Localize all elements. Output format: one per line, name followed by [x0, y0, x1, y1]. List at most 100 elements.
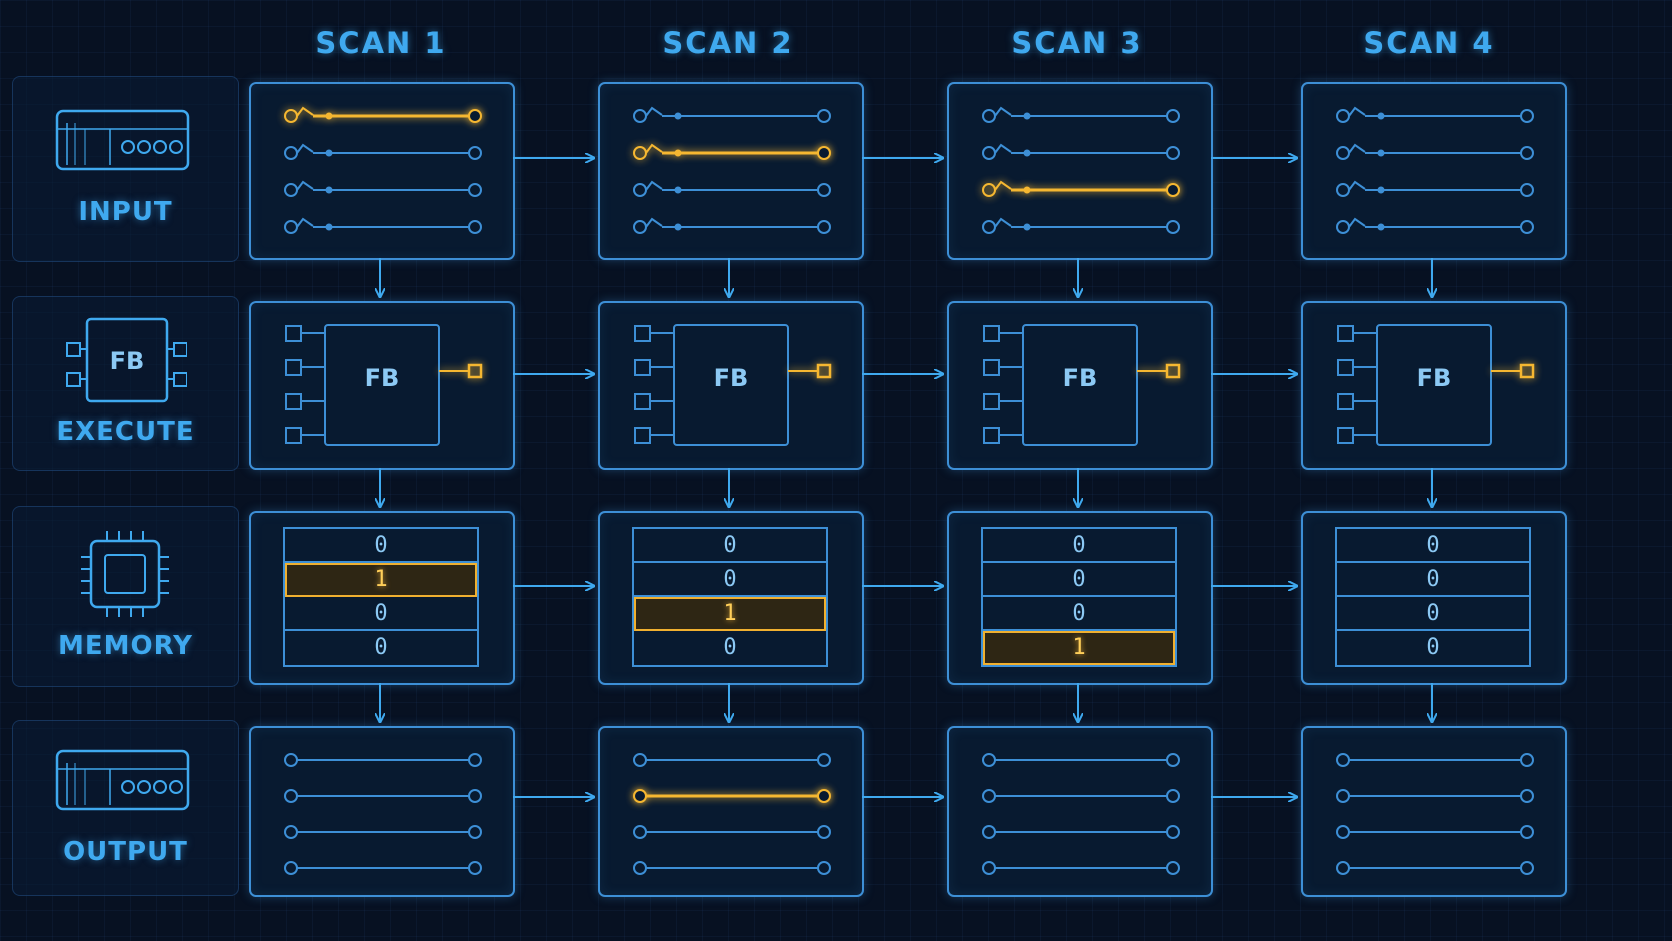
- fb-input-pin: [1337, 427, 1377, 444]
- output-line: [633, 861, 831, 875]
- execute-panel-scan-1: FB: [249, 301, 515, 470]
- function-block: FB: [1337, 324, 1535, 446]
- output-line: [982, 861, 1180, 875]
- output-line: [284, 825, 482, 839]
- output-line: [982, 789, 1180, 803]
- fb-label: FB: [714, 364, 749, 392]
- fb-output-pin: [439, 363, 483, 379]
- fb-input-pin: [1337, 359, 1377, 376]
- fb-label: FB: [1417, 364, 1452, 392]
- fb-input-pin: [285, 325, 325, 342]
- column-title-scan-3: SCAN 3: [1011, 26, 1143, 60]
- output-panel-scan-2: [598, 726, 864, 897]
- input-switch-open: [1336, 106, 1534, 123]
- memory-bit: 0: [374, 635, 388, 660]
- panel-graphic: [1336, 106, 1534, 234]
- input-switch-open: [284, 217, 482, 234]
- fb-input-pin: [285, 393, 325, 410]
- input-switch-open: [633, 217, 831, 234]
- function-block: FB: [285, 324, 483, 446]
- input-switch-open: [1336, 217, 1534, 234]
- fb-input-pin: [285, 359, 325, 376]
- memory-bit: 0: [634, 563, 826, 597]
- input-switch-open: [1336, 143, 1534, 160]
- memory-bit: 0: [983, 563, 1175, 597]
- function-block: FB: [983, 324, 1181, 446]
- column-title-scan-2: SCAN 2: [662, 26, 794, 60]
- fb-input-pin: [983, 393, 1023, 410]
- input-switch-open: [633, 106, 831, 123]
- input-panel-scan-2: [598, 82, 864, 260]
- output-panel-scan-3: [947, 726, 1213, 897]
- input-panel-scan-4: [1301, 82, 1567, 260]
- memory-bit: 0: [723, 635, 737, 660]
- fb-input-pin: [983, 325, 1023, 342]
- row-label-input: INPUT: [78, 197, 173, 227]
- function-block: FB: [634, 324, 832, 446]
- panel-graphic: [1336, 753, 1534, 875]
- function-block-icon: FB: [66, 317, 187, 403]
- panel-graphic: [633, 106, 831, 234]
- row-header-input: INPUT: [12, 76, 239, 262]
- column-title-scan-1: SCAN 1: [315, 26, 447, 60]
- output-line-energized: [633, 789, 831, 803]
- column-title-scan-4: SCAN 4: [1363, 26, 1495, 60]
- output-line: [982, 753, 1180, 767]
- execute-panel-scan-2: FB: [598, 301, 864, 470]
- memory-bit-active: 1: [983, 631, 1175, 665]
- row-label-output: OUTPUT: [63, 837, 188, 867]
- fb-input-pin: [1337, 393, 1377, 410]
- panel-graphic: [633, 753, 831, 875]
- memory-bit: 0: [285, 597, 477, 631]
- input-panel-scan-1: [249, 82, 515, 260]
- memory-bit: 0: [983, 529, 1175, 563]
- output-line: [1336, 789, 1534, 803]
- chip-icon: [81, 531, 169, 617]
- input-switch-closed: [982, 180, 1180, 197]
- input-switch-closed: [284, 106, 482, 123]
- fb-output-pin: [788, 363, 832, 379]
- fb-label: FB: [1063, 364, 1098, 392]
- fb-input-pin: [285, 427, 325, 444]
- memory-bit: 0: [1337, 563, 1529, 597]
- panel-graphic: FB: [285, 324, 483, 446]
- fb-input-pin: [634, 359, 674, 376]
- fb-output-pin: [1491, 363, 1535, 379]
- memory-bit-active: 1: [634, 597, 826, 631]
- input-switch-open: [284, 180, 482, 197]
- panel-graphic: [284, 106, 482, 234]
- output-line: [633, 825, 831, 839]
- input-switch-open: [982, 106, 1180, 123]
- input-switch-open: [982, 143, 1180, 160]
- plc-module-icon: [55, 109, 190, 171]
- output-line: [284, 789, 482, 803]
- memory-bit: 0: [1337, 529, 1529, 563]
- fb-input-pin: [983, 427, 1023, 444]
- output-line: [1336, 825, 1534, 839]
- output-line: [284, 861, 482, 875]
- fb-input-pin: [1337, 325, 1377, 342]
- plc-module-icon: [55, 749, 190, 811]
- memory-bit-active: 1: [285, 563, 477, 597]
- panel-graphic: [284, 753, 482, 875]
- execute-panel-scan-4: FB: [1301, 301, 1567, 470]
- memory-bit: 0: [634, 529, 826, 563]
- memory-bit: 0: [1426, 635, 1440, 660]
- input-switch-closed: [633, 143, 831, 160]
- row-label-memory: MEMORY: [57, 631, 194, 661]
- fb-icon-label: FB: [110, 347, 145, 375]
- panel-graphic: FB: [634, 324, 832, 446]
- output-line: [284, 753, 482, 767]
- fb-input-pin: [634, 427, 674, 444]
- output-line: [1336, 753, 1534, 767]
- input-switch-open: [284, 143, 482, 160]
- panel-graphic: FB: [983, 324, 1181, 446]
- memory-bit: 0: [285, 529, 477, 563]
- input-switch-open: [982, 217, 1180, 234]
